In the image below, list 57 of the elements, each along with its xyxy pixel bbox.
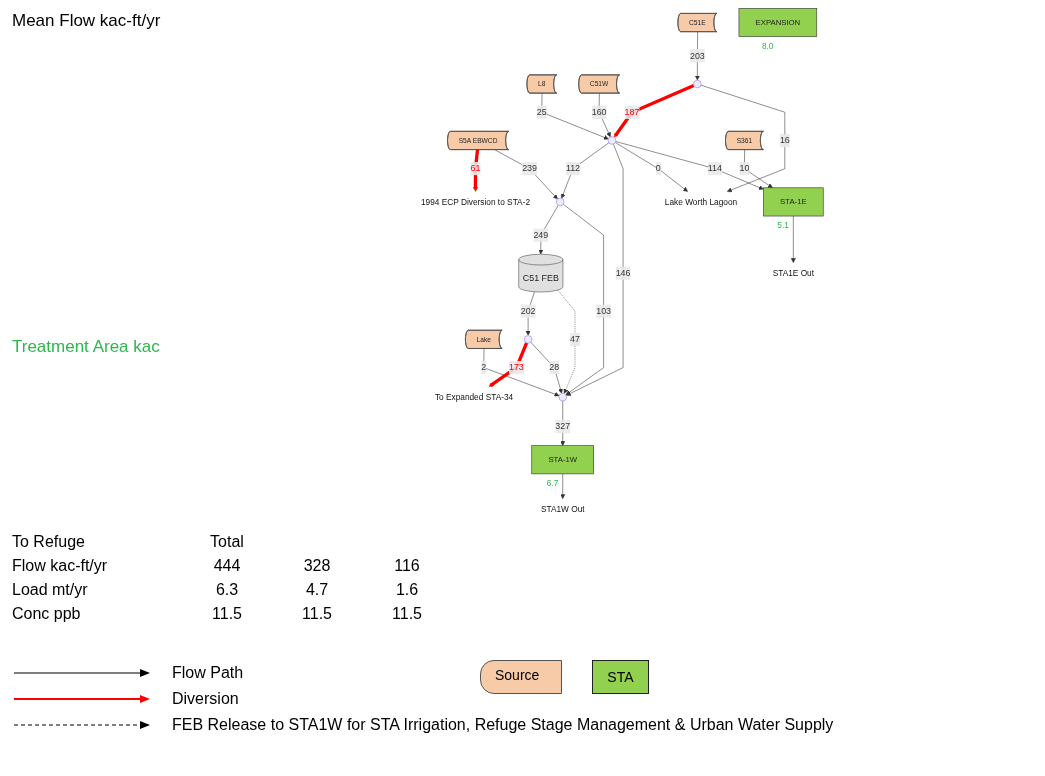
sta-legend-box: STA	[592, 660, 649, 694]
edge-label: 16	[779, 135, 790, 145]
table-value: 11.5	[301, 604, 333, 624]
edge-label: 10	[739, 163, 750, 174]
area-value: 8.0	[761, 40, 774, 51]
edge-label: 103	[596, 306, 611, 316]
node-text: STA1W Out	[540, 504, 585, 514]
legend-text: FEB Release to STA1W for STA Irrigation, Refuge Stage Management & Urban Water Supply	[172, 716, 834, 734]
table-value: 4.7	[304, 580, 330, 600]
treatment-area-heading: Treatment Area kac	[12, 336, 161, 358]
row-label: Conc ppb	[12, 604, 82, 624]
table-value: 11.5	[391, 604, 423, 624]
edge-label: 114	[707, 163, 722, 174]
edge-label: 203	[689, 50, 705, 61]
table-value: 6.3	[214, 580, 240, 600]
arrow	[488, 342, 529, 387]
node-text: Lake Worth Lagoon	[664, 196, 738, 207]
edge-label: 0	[655, 163, 661, 174]
edge-label: 160	[591, 107, 607, 117]
arrow	[614, 84, 695, 138]
node-circle	[607, 136, 617, 145]
area-value: 5.1	[777, 220, 789, 231]
units-note: Mean Flow kac-ft/yr	[12, 10, 161, 32]
node-text: STA1E Out	[772, 268, 815, 278]
legend-text: Diversion	[172, 690, 239, 708]
arrow	[473, 149, 480, 192]
edge-label: 146	[615, 268, 631, 278]
edge-label: 2	[481, 362, 487, 373]
node-circle	[523, 335, 533, 344]
table-value: 328	[302, 556, 332, 576]
node-circle	[556, 197, 565, 207]
table-header: To Refuge	[12, 532, 86, 552]
row-label: Load mt/yr	[12, 580, 89, 600]
table-header: Total	[209, 532, 245, 552]
edge-label: 173	[509, 362, 524, 373]
table-value: 1.6	[394, 580, 420, 600]
row-label: Flow kac-ft/yr	[12, 556, 109, 576]
node-circle	[693, 79, 702, 89]
edge-label: 187	[624, 107, 640, 117]
edge-label: 249	[533, 230, 549, 240]
edge-label: 25	[536, 107, 547, 117]
area-value: 6.7	[546, 478, 559, 489]
edge-label: 61	[470, 163, 481, 174]
source-legend-shape: Source	[480, 660, 563, 694]
edge-label: 327	[555, 421, 571, 431]
node-circle	[558, 392, 567, 402]
table-value: 444	[212, 556, 242, 576]
table-value: 11.5	[211, 604, 243, 624]
edge-label: 47	[570, 334, 580, 344]
node-text: 1994 ECP Diversion to STA-2	[420, 196, 531, 207]
edge-label: 112	[565, 163, 581, 174]
table-value: 116	[393, 556, 421, 576]
node-text: To Expanded STA-34	[434, 391, 514, 402]
legend-text: Flow Path	[172, 664, 244, 682]
edge-label: 28	[549, 362, 560, 373]
edge-label: 202	[520, 306, 536, 316]
edge-label: 239	[522, 163, 537, 174]
